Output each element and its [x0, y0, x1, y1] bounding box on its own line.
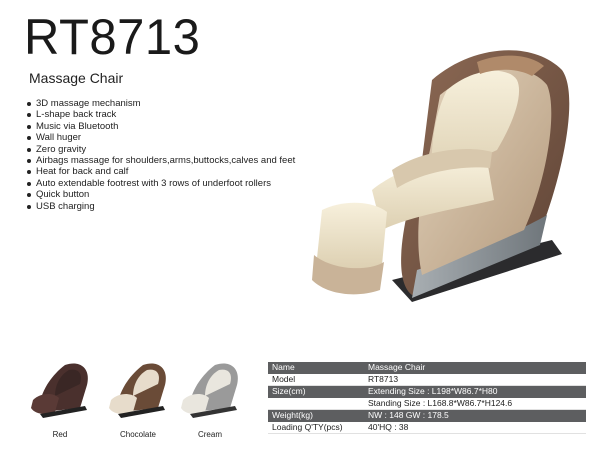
feature-item: Quick button	[26, 189, 295, 200]
feature-item: 3D massage mechanism	[26, 98, 295, 109]
table-row: Size(cm) Extending Size : L198*W86.7*H80	[268, 385, 586, 398]
feature-item: Music via Bluetooth	[26, 121, 295, 132]
color-label-chocolate: Chocolate	[119, 430, 157, 439]
chair-thumbnail-chocolate	[109, 363, 166, 418]
spec-key: Size(cm)	[268, 385, 364, 398]
feature-item: Zero gravity	[26, 144, 295, 155]
feature-item: Wall huger	[26, 132, 295, 143]
color-variant-cream: Cream	[175, 360, 245, 439]
feature-item: USB charging	[26, 201, 295, 212]
table-row: Loading Q'TY(pcs) 40'HQ : 38	[268, 421, 586, 434]
spec-value: RT8713	[364, 373, 586, 386]
spec-key	[268, 397, 364, 410]
chair-thumbnail-cream	[181, 363, 238, 418]
chair-thumbnail-red	[31, 363, 88, 418]
spec-value: Standing Size : L168.8*W86.7*H124.6	[364, 397, 586, 410]
spec-value: 40'HQ : 38	[364, 421, 586, 434]
table-row: Name Massage Chair	[268, 362, 586, 374]
spec-value: Extending Size : L198*W86.7*H80	[364, 385, 586, 398]
massage-chair-image	[312, 50, 570, 302]
spec-key: Model	[268, 373, 364, 386]
spec-table: Name Massage Chair Model RT8713 Size(cm)…	[268, 362, 586, 434]
feature-item: L-shape back track	[26, 109, 295, 120]
color-variant-red: Red	[25, 360, 95, 439]
feature-list: 3D massage mechanism L-shape back track …	[22, 98, 295, 212]
model-title: RT8713	[24, 9, 201, 65]
spec-value: NW : 148 GW : 178.5	[364, 409, 586, 422]
spec-value: Massage Chair	[364, 362, 586, 374]
color-label-cream: Cream	[197, 430, 222, 439]
spec-key: Name	[268, 362, 364, 374]
color-variant-chocolate: Chocolate	[103, 360, 173, 439]
spec-key: Weight(kg)	[268, 409, 364, 422]
feature-item: Auto extendable footrest with 3 rows of …	[26, 178, 295, 189]
color-label-red: Red	[52, 430, 68, 439]
table-row: Standing Size : L168.8*W86.7*H124.6	[268, 397, 586, 410]
table-row: Model RT8713	[268, 373, 586, 386]
table-row: Weight(kg) NW : 148 GW : 178.5	[268, 409, 586, 422]
product-subtitle: Massage Chair	[29, 70, 124, 86]
spec-key: Loading Q'TY(pcs)	[268, 421, 364, 434]
feature-item: Heat for back and calf	[26, 166, 295, 177]
feature-item: Airbags massage for shoulders,arms,butto…	[26, 155, 296, 167]
